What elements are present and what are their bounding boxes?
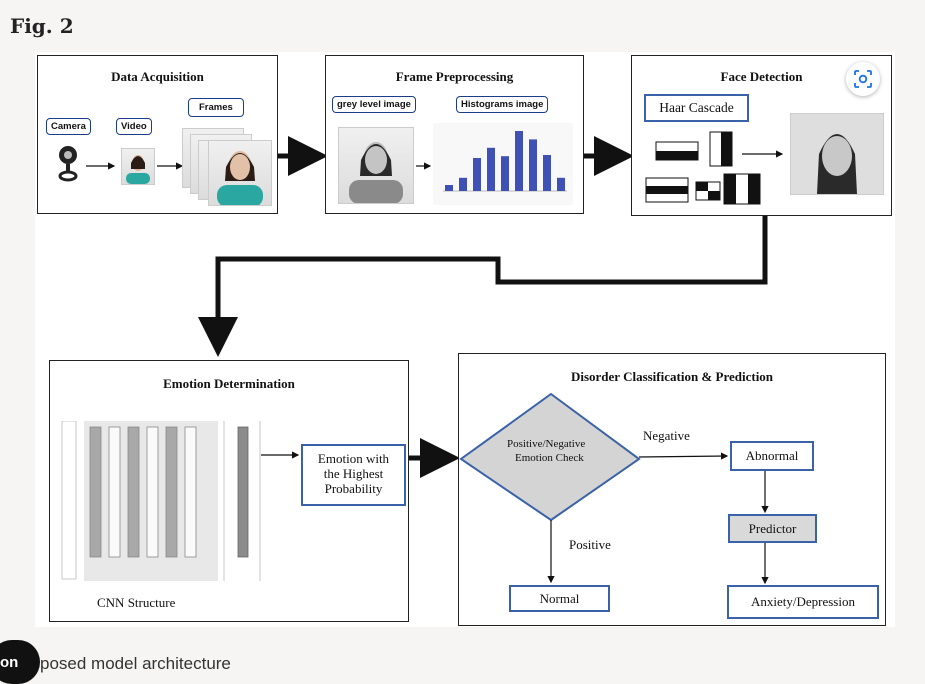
highest-probability-box: Emotion with the Highest Probability xyxy=(301,444,406,506)
histogram-bar xyxy=(557,177,565,191)
histogram-bar xyxy=(501,156,509,191)
abnormal-box: Abnormal xyxy=(730,441,814,471)
frame-preprocessing-panel: Frame Preprocessing grey level image His… xyxy=(325,55,584,214)
result-line-3: Probability xyxy=(324,481,383,496)
cnn-layer xyxy=(165,426,178,558)
cnn-structure-graphic xyxy=(61,421,261,581)
histogram-bar xyxy=(487,147,495,191)
panel-title: Face Detection xyxy=(720,69,803,84)
classification-flow xyxy=(459,392,769,585)
webcam-icon xyxy=(58,146,78,182)
detected-face-photo xyxy=(790,113,884,195)
frames-photo xyxy=(208,140,272,206)
histogram-bar xyxy=(459,177,467,191)
frames-label: Frames xyxy=(188,98,244,117)
video-thumbnail xyxy=(121,148,155,185)
data-acquisition-panel: Data Acquisition Camera Video Frames xyxy=(37,55,278,214)
panel-title: Data Acquisition xyxy=(111,69,204,84)
histogram-bar xyxy=(515,131,523,191)
cnn-layer xyxy=(108,426,121,558)
cnn-layer xyxy=(127,426,140,558)
acquisition-arrows xyxy=(86,162,184,170)
histogram-chart xyxy=(433,123,573,205)
histogram-bar xyxy=(543,155,551,191)
histogram-bar xyxy=(473,158,481,191)
cnn-layer xyxy=(184,426,197,558)
histogram-bar xyxy=(529,139,537,191)
predictor-box: Predictor xyxy=(728,514,817,543)
check-line-2: Emotion Check xyxy=(515,452,584,464)
haar-features xyxy=(645,131,761,205)
positive-label: Positive xyxy=(569,537,611,552)
diagram-canvas: Data Acquisition Camera Video Frames Fra… xyxy=(35,52,895,627)
video-label: Video xyxy=(116,118,152,135)
panel-title: Emotion Determination xyxy=(163,376,295,391)
figure-caption: posed model architecture xyxy=(40,654,231,673)
grey-level-photo xyxy=(338,127,414,204)
normal-box: Normal xyxy=(509,585,610,612)
detection-arrow xyxy=(742,150,784,158)
face-detection-panel: Face Detection Haar Cascade xyxy=(631,55,892,216)
disorder-classification-panel: Disorder Classification & Prediction Pos… xyxy=(458,353,886,626)
grey-level-label: grey level image xyxy=(332,96,416,113)
histogram-bar xyxy=(445,185,453,191)
lens-search-button[interactable] xyxy=(846,62,880,96)
cnn-output-layer xyxy=(237,426,249,558)
haar-cascade-label: Haar Cascade xyxy=(644,94,749,122)
lens-search-icon xyxy=(854,70,872,88)
anxiety-depression-box: Anxiety/Depression xyxy=(727,585,879,619)
emotion-arrow xyxy=(261,451,300,459)
negative-label: Negative xyxy=(643,428,690,443)
panel-title: Disorder Classification & Prediction xyxy=(570,369,774,384)
result-line-1: Emotion with xyxy=(317,451,390,466)
result-line-2: the Highest xyxy=(323,466,384,481)
figure-action-button[interactable]: on xyxy=(0,640,40,684)
cnn-structure-label: CNN Structure xyxy=(97,595,176,610)
preprocess-arrow xyxy=(416,162,432,170)
cnn-input-layer xyxy=(61,421,77,580)
histogram-label: Histograms image xyxy=(456,96,549,113)
cnn-layer xyxy=(146,426,159,558)
connector-lines xyxy=(198,136,768,478)
panel-title: Frame Preprocessing xyxy=(395,69,514,84)
emotion-determination-panel: Emotion Determination Emotion with the H… xyxy=(49,360,409,622)
figure-title: Fig. 2 xyxy=(10,14,74,38)
check-line-1: Positive/Negative xyxy=(507,438,586,450)
cnn-layer xyxy=(89,426,102,558)
camera-label: Camera xyxy=(46,118,91,135)
